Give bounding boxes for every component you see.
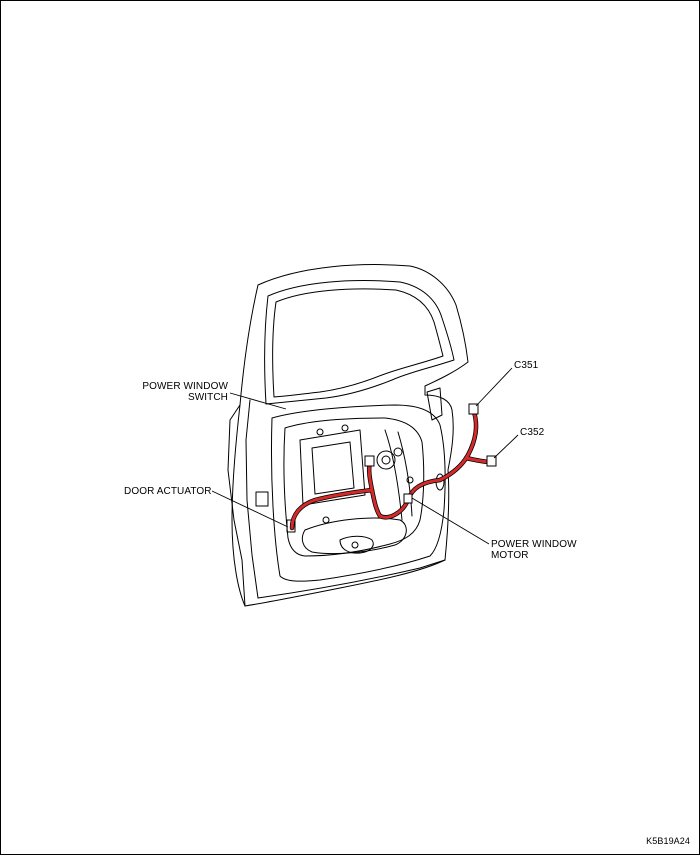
- label-c352: C352: [520, 427, 545, 438]
- lower-shell: [257, 559, 446, 599]
- bolt-4: [406, 476, 414, 484]
- bolt-2: [341, 424, 349, 432]
- label-power-window-motor: POWER WINDOW MOTOR: [491, 539, 577, 561]
- leader-power-window-motor: [411, 497, 490, 545]
- hinge-edge-inner: [245, 399, 259, 599]
- latch-block: [255, 491, 269, 507]
- connector-c352: [486, 455, 497, 467]
- regulator-rail: [299, 429, 366, 506]
- leader-power-window-switch: [229, 392, 287, 410]
- door-outer-shell: [231, 264, 469, 607]
- connector-c351: [468, 403, 479, 415]
- regulator-rail-inner: [311, 441, 355, 495]
- label-c351: C351: [514, 360, 539, 371]
- lower-cutout: [301, 517, 407, 555]
- leader-c351: [475, 367, 513, 407]
- bolt-1: [316, 428, 324, 436]
- leader-c352: [493, 434, 519, 459]
- module-plate: [283, 417, 425, 557]
- hinge-edge: [227, 404, 246, 607]
- bolt-6: [351, 541, 359, 549]
- figure-code: K5B19A24: [646, 836, 690, 846]
- bolt-3: [393, 447, 403, 457]
- bolt-5: [322, 516, 330, 524]
- connector-switch: [364, 455, 375, 467]
- label-power-window-switch: POWER WINDOW SWITCH: [142, 381, 228, 403]
- label-door-actuator: DOOR ACTUATOR: [124, 486, 212, 497]
- window-frame-trim: [272, 288, 444, 398]
- motor-hub: [381, 455, 391, 465]
- speaker-cutout: [339, 535, 374, 554]
- window-frame-inner: [264, 280, 455, 405]
- harness-branch-c351: [438, 410, 478, 482]
- inner-panel-outline: [270, 404, 446, 582]
- leader-door-actuator: [211, 490, 289, 528]
- motor-body: [376, 450, 396, 470]
- connector-motor: [403, 493, 413, 504]
- regulator-track: [384, 429, 403, 521]
- regulator-track-2: [397, 431, 413, 517]
- front-trim: [426, 387, 443, 421]
